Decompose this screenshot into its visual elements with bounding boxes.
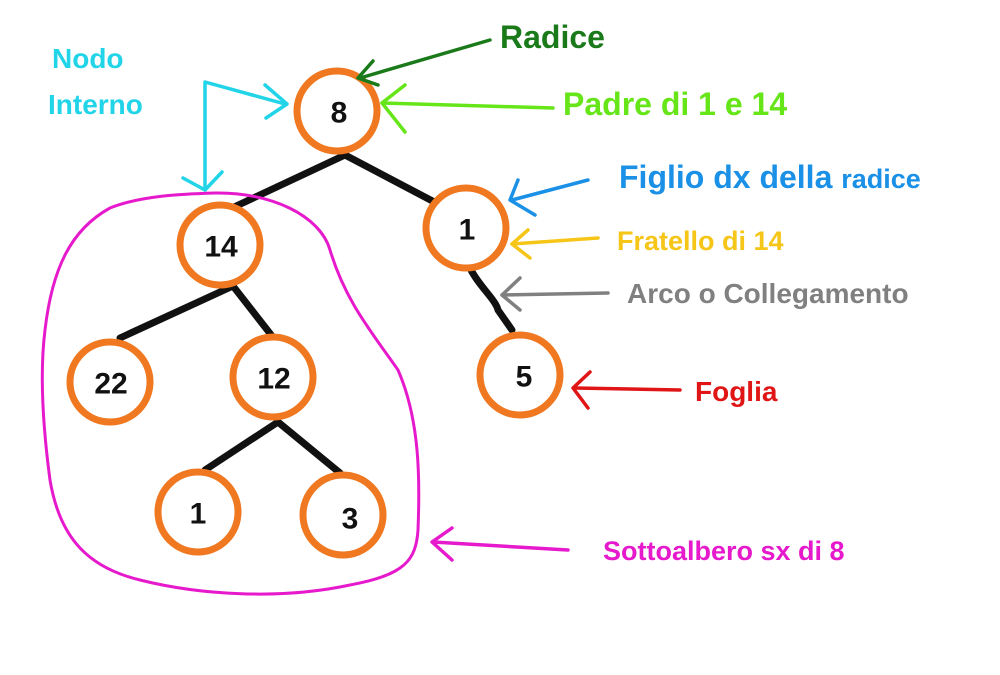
arco-arrow <box>500 276 610 312</box>
node-1-leaf: 1 <box>154 468 242 556</box>
node-1-right: 1 <box>422 184 510 272</box>
node-label: 1 <box>190 498 207 531</box>
node-label: 22 <box>94 368 127 401</box>
fratello-arrow <box>510 228 600 260</box>
label-interno: Interno <box>48 89 143 120</box>
edge-14-12 <box>229 282 276 340</box>
node-5: 5 <box>476 331 564 419</box>
arrows-group <box>181 38 682 562</box>
node-14: 14 <box>176 201 264 289</box>
subtree-outline <box>40 191 421 596</box>
labels-group: Radice Nodo Interno Padre di 1 e 14 Figl… <box>48 19 921 566</box>
label-sottoalbero: Sottoalbero sx di 8 <box>603 536 845 566</box>
node-12: 12 <box>229 333 317 421</box>
node-label: 1 <box>459 214 476 247</box>
node-label: 14 <box>204 231 238 264</box>
node-3: 3 <box>299 471 387 559</box>
edges-group <box>116 151 516 477</box>
label-fratello: Fratello di 14 <box>617 226 784 256</box>
node-22: 22 <box>66 338 154 426</box>
edge-12-3 <box>274 418 344 477</box>
node-label: 5 <box>516 361 533 394</box>
label-figlio-dx: Figlio dx della radice <box>619 159 921 195</box>
label-radice: Radice <box>500 19 605 55</box>
sottoalbero-arrow <box>430 526 570 562</box>
edge-8-1 <box>341 151 444 209</box>
edge-14-22 <box>116 282 237 342</box>
foglia-arrow <box>571 370 682 410</box>
node-label: 3 <box>342 503 359 536</box>
padre-arrow <box>380 83 555 134</box>
edge-12-1 <box>201 418 282 474</box>
edge-8-14 <box>228 151 349 212</box>
nodo-interno-arrow <box>181 80 289 192</box>
node-root: 8 <box>293 67 381 155</box>
node-label: 8 <box>331 97 348 130</box>
node-label: 12 <box>257 363 290 396</box>
label-nodo: Nodo <box>52 43 124 74</box>
label-arco: Arco o Collegamento <box>627 278 909 309</box>
label-foglia: Foglia <box>695 376 778 407</box>
edge-1-5 <box>466 264 516 334</box>
radice-arrow <box>356 38 492 87</box>
figlio-dx-arrow <box>508 178 590 217</box>
label-padre: Padre di 1 e 14 <box>563 86 787 122</box>
